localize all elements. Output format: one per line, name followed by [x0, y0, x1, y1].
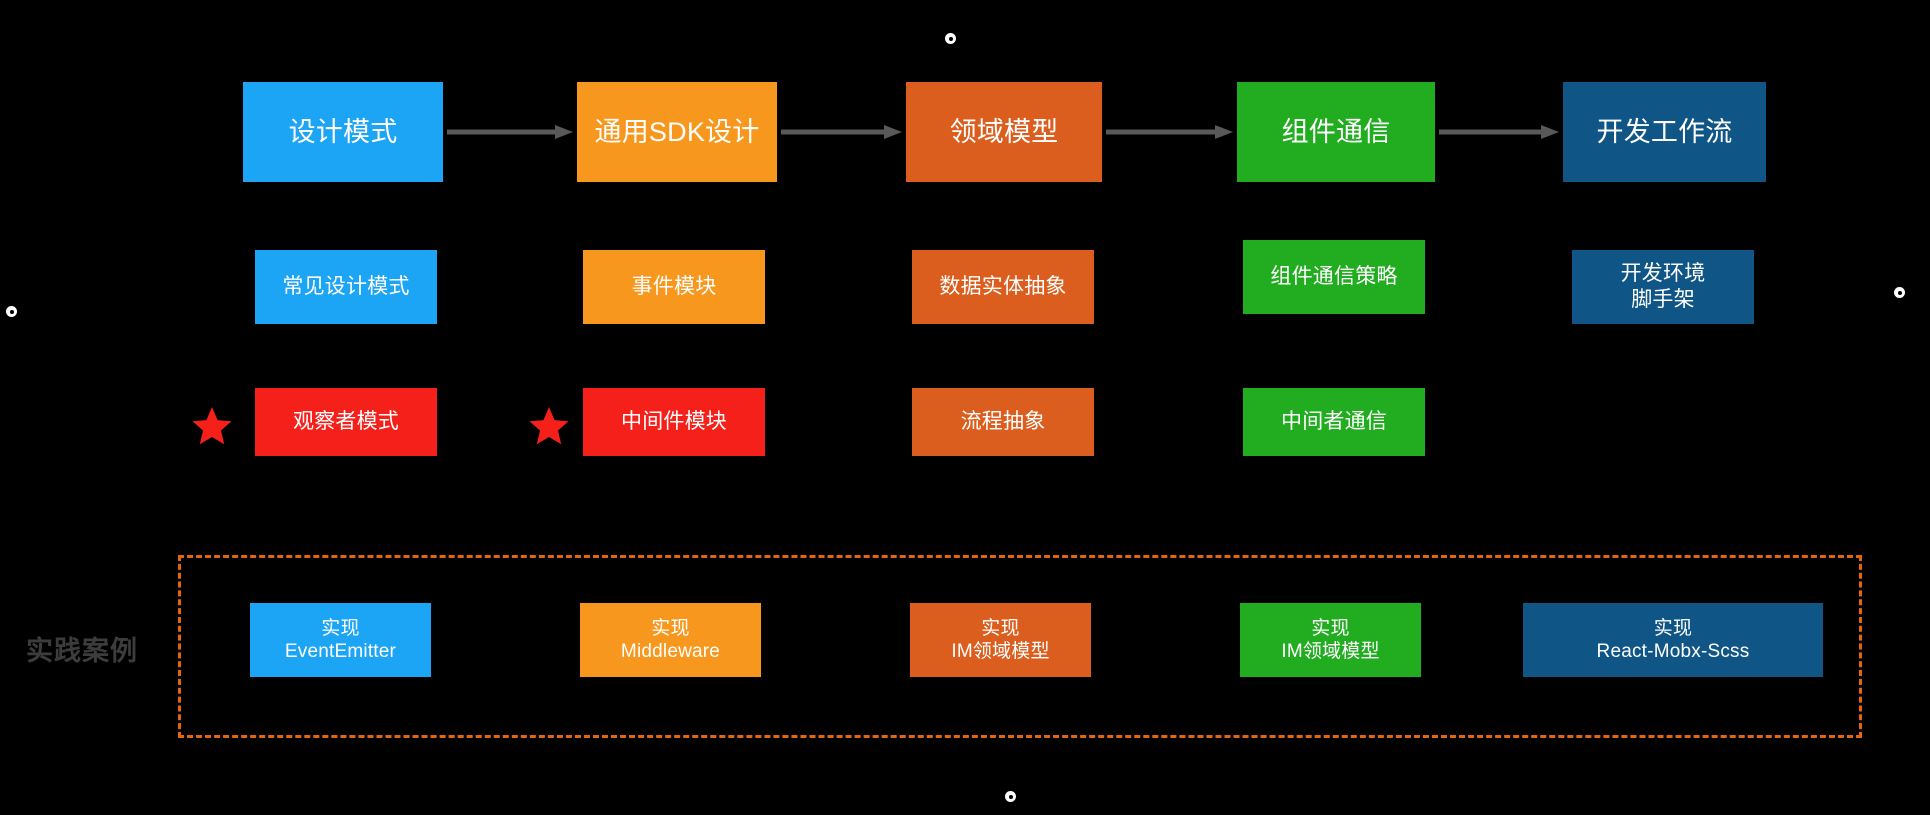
star-icon-middleware-module — [529, 406, 569, 446]
practice-node-im-domain-model-green[interactable]: 实现 IM领域模型 — [1240, 603, 1421, 677]
stage-node-design-pattern[interactable]: 设计模式 — [243, 82, 443, 182]
arrow-stage-3-to-4 — [1106, 125, 1233, 139]
arrow-stage-1-to-2 — [447, 125, 573, 139]
detail-node-mediator-communication[interactable]: 中间者通信 — [1243, 388, 1425, 456]
practice-node-im-domain-model-orange[interactable]: 实现 IM领域模型 — [910, 603, 1091, 677]
stage-node-label: 设计模式 — [288, 116, 398, 147]
practice-node-line1: 实现 — [321, 617, 360, 639]
subtopic-node-event-module[interactable]: 事件模块 — [583, 250, 765, 324]
practice-node-react-mobx-scss[interactable]: 实现 React-Mobx-Scss — [1523, 603, 1823, 677]
subtopic-node-data-entity-abstraction[interactable]: 数据实体抽象 — [912, 250, 1094, 324]
handle-dot-left[interactable] — [6, 306, 17, 317]
detail-node-observer-pattern[interactable]: 观察者模式 — [255, 388, 437, 456]
stage-node-dev-workflow[interactable]: 开发工作流 — [1563, 82, 1766, 182]
practice-node-line2: IM领域模型 — [951, 641, 1050, 662]
practice-node-line2: React-Mobx-Scss — [1596, 641, 1750, 662]
arrow-stage-4-to-5 — [1439, 125, 1559, 139]
practice-node-line2: IM领域模型 — [1281, 641, 1380, 662]
stage-node-label: 通用SDK设计 — [594, 116, 760, 147]
detail-node-label: 观察者模式 — [293, 410, 399, 434]
stage-node-domain-model[interactable]: 领域模型 — [906, 82, 1102, 182]
stage-node-label: 开发工作流 — [1596, 116, 1733, 147]
practice-node-line2: Middleware — [620, 641, 721, 662]
subtopic-node-label: 事件模块 — [631, 275, 717, 299]
practice-node-middleware[interactable]: 实现 Middleware — [580, 603, 761, 677]
subtopic-node-label: 组件通信策略 — [1270, 265, 1398, 289]
stage-node-component-communication[interactable]: 组件通信 — [1237, 82, 1435, 182]
detail-node-process-abstraction[interactable]: 流程抽象 — [912, 388, 1094, 456]
practice-node-line1: 实现 — [981, 617, 1020, 639]
practice-node-line1: 实现 — [1653, 617, 1693, 639]
star-icon-observer-pattern — [192, 406, 232, 446]
detail-node-middleware-module[interactable]: 中间件模块 — [583, 388, 765, 456]
subtopic-node-label: 数据实体抽象 — [939, 275, 1067, 299]
stage-node-label: 领域模型 — [949, 116, 1059, 147]
detail-node-label: 中间者通信 — [1281, 410, 1387, 434]
practice-node-line2: EventEmitter — [284, 641, 397, 662]
detail-node-label: 中间件模块 — [621, 410, 727, 434]
practice-section-group — [178, 555, 1862, 738]
subtopic-node-common-design-patterns[interactable]: 常见设计模式 — [255, 250, 437, 324]
stage-node-sdk-design[interactable]: 通用SDK设计 — [577, 82, 777, 182]
subtopic-node-label: 常见设计模式 — [282, 275, 410, 299]
subtopic-node-dev-environment-scaffold[interactable]: 开发环境 脚手架 — [1572, 250, 1754, 324]
stage-node-label: 组件通信 — [1281, 116, 1391, 147]
practice-node-line1: 实现 — [651, 617, 690, 639]
practice-section-label: 实践案例 — [26, 636, 138, 666]
handle-dot-right[interactable] — [1894, 287, 1905, 298]
practice-node-line1: 实现 — [1311, 617, 1350, 639]
handle-dot-bottom[interactable] — [1005, 791, 1016, 802]
practice-node-event-emitter[interactable]: 实现 EventEmitter — [250, 603, 431, 677]
subtopic-node-label: 开发环境 脚手架 — [1620, 262, 1706, 311]
subtopic-node-component-communication-strategy[interactable]: 组件通信策略 — [1243, 240, 1425, 314]
handle-dot-top[interactable] — [945, 33, 956, 44]
detail-node-label: 流程抽象 — [960, 410, 1046, 434]
arrow-stage-2-to-3 — [781, 125, 902, 139]
